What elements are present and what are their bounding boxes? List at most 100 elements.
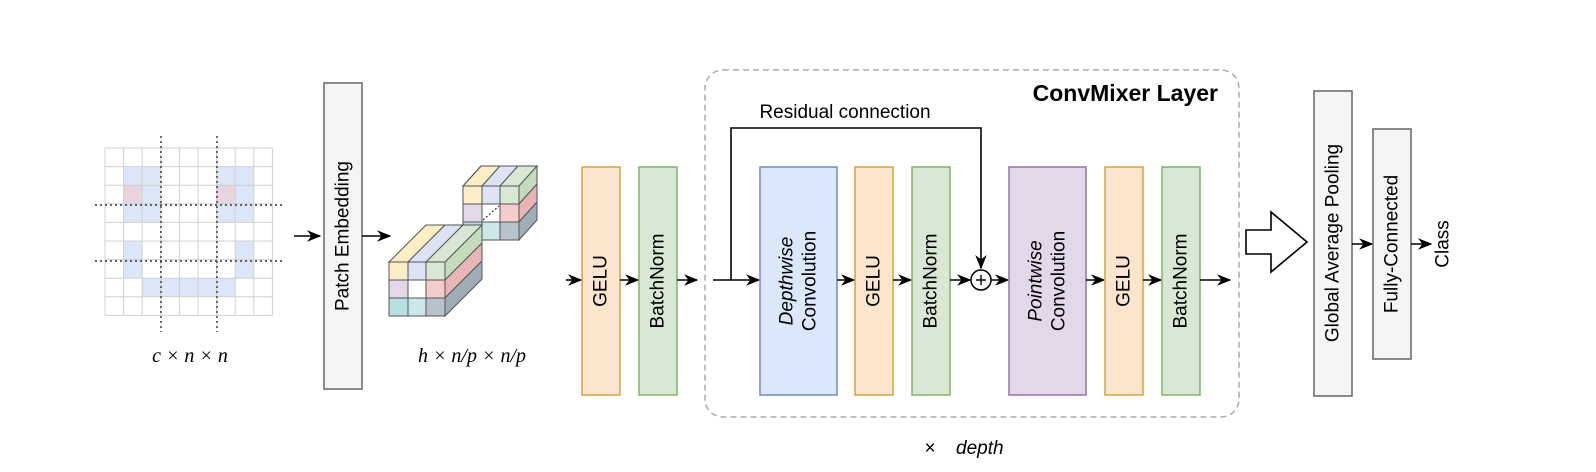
class-output-label: Class <box>1433 220 1454 268</box>
grid-cell <box>216 203 236 223</box>
depthwise-emphasis-label: Depthwise <box>777 237 798 326</box>
grid-cell <box>105 222 124 241</box>
grid-cell <box>198 278 217 297</box>
mixer-batchnorm-1-block: BatchNorm <box>911 166 951 396</box>
embedded-dims-label: h × n/p × n/p <box>418 345 526 367</box>
grid-cell <box>160 185 180 204</box>
residual-connection-arrow <box>730 127 987 280</box>
grid-cell <box>198 296 217 316</box>
input-dims-label: c × n × n <box>152 345 228 367</box>
grid-cell <box>105 166 124 186</box>
grid-cell <box>198 166 217 186</box>
grid-cell <box>179 148 198 167</box>
patch-embedding-block: Patch Embedding <box>323 82 363 390</box>
grid-cell <box>235 185 254 204</box>
grid-cell <box>105 278 124 297</box>
stem-gelu-block: GELU <box>581 166 621 396</box>
grid-cell <box>253 148 273 167</box>
stem-gelu-label: GELU <box>591 255 612 307</box>
embedded-patch-cubes <box>387 164 539 318</box>
fully-connected-label: Fully-Connected <box>1382 175 1403 313</box>
grid-cell <box>216 185 236 204</box>
grid-cell <box>253 203 273 223</box>
grid-cell <box>253 241 273 260</box>
grid-cell <box>142 166 161 186</box>
grid-cell <box>198 259 217 279</box>
grid-cell <box>216 296 236 316</box>
grid-cell <box>105 203 124 223</box>
grid-cell <box>235 296 254 316</box>
grid-cell <box>253 166 273 186</box>
grid-cell <box>142 148 161 167</box>
input-image-grid <box>95 136 284 332</box>
global-average-pooling-block: Global Average Pooling <box>1313 90 1353 397</box>
grid-cell <box>235 148 254 167</box>
depth-multiplier-symbol: × <box>924 438 935 459</box>
grid-cell <box>235 222 254 241</box>
grid-cell <box>123 185 143 204</box>
grid-cell <box>142 278 161 297</box>
depth-multiplier-label: depth <box>956 438 1004 459</box>
grid-cell <box>179 166 198 186</box>
grid-cell <box>160 241 180 260</box>
grid-cell <box>179 203 198 223</box>
grid-cell <box>160 166 180 186</box>
grid-cell <box>235 241 254 260</box>
grid-cell <box>123 203 143 223</box>
grid-cell <box>235 278 254 297</box>
grid-cell <box>105 296 124 316</box>
grid-cell <box>198 203 217 223</box>
grid-cell <box>216 278 236 297</box>
grid-cell <box>216 259 236 279</box>
stem-batchnorm-block: BatchNorm <box>638 166 678 396</box>
grid-cell <box>235 259 254 279</box>
mixer-batchnorm-2-label: BatchNorm <box>1171 233 1192 328</box>
grid-cell <box>160 203 180 223</box>
grid-cell <box>160 259 180 279</box>
grid-cell <box>216 222 236 241</box>
grid-cell <box>216 166 236 186</box>
grid-cell <box>105 185 124 204</box>
mixer-batchnorm-1-label: BatchNorm <box>921 233 942 328</box>
mixer-gelu-1-label: GELU <box>864 255 885 307</box>
grid-cell <box>179 259 198 279</box>
grid-cell <box>142 296 161 316</box>
grid-cell <box>142 185 161 204</box>
grid-cell <box>198 222 217 241</box>
grid-cell <box>179 241 198 260</box>
convmixer-layer-title: ConvMixer Layer <box>1033 80 1218 106</box>
stem-batchnorm-label: BatchNorm <box>648 233 669 328</box>
depthwise-convolution-block: Depthwise Convolution <box>759 166 838 396</box>
residual-add-icon <box>970 269 992 291</box>
depthwise-convolution-label: Convolution <box>800 231 821 331</box>
grid-cell <box>123 166 143 186</box>
mixer-gelu-1-block: GELU <box>854 166 894 396</box>
fully-connected-block: Fully-Connected <box>1372 128 1412 360</box>
grid-cell <box>253 259 273 279</box>
grid-cell <box>123 148 143 167</box>
grid-cell <box>142 222 161 241</box>
grid-cell <box>123 278 143 297</box>
grid-cell <box>123 241 143 260</box>
grid-cell <box>253 296 273 316</box>
grid-cell <box>198 148 217 167</box>
grid-cell <box>235 203 254 223</box>
grid-cell <box>142 259 161 279</box>
grid-cell <box>179 222 198 241</box>
grid-cell <box>198 185 217 204</box>
global-average-pooling-label: Global Average Pooling <box>1323 144 1344 342</box>
grid-cell <box>160 296 180 316</box>
pointwise-convolution-label: Convolution <box>1049 231 1070 331</box>
grid-cell <box>160 278 180 297</box>
mixer-gelu-2-label: GELU <box>1114 255 1135 307</box>
grid-cell <box>142 203 161 223</box>
convmixer-layer-container: ConvMixer Layer <box>704 69 1240 418</box>
grid-cell <box>123 296 143 316</box>
grid-cell <box>105 148 124 167</box>
grid-cell <box>123 259 143 279</box>
grid-cell <box>160 222 180 241</box>
grid-cell <box>105 241 124 260</box>
grid-cell <box>179 278 198 297</box>
grid-cell <box>253 185 273 204</box>
